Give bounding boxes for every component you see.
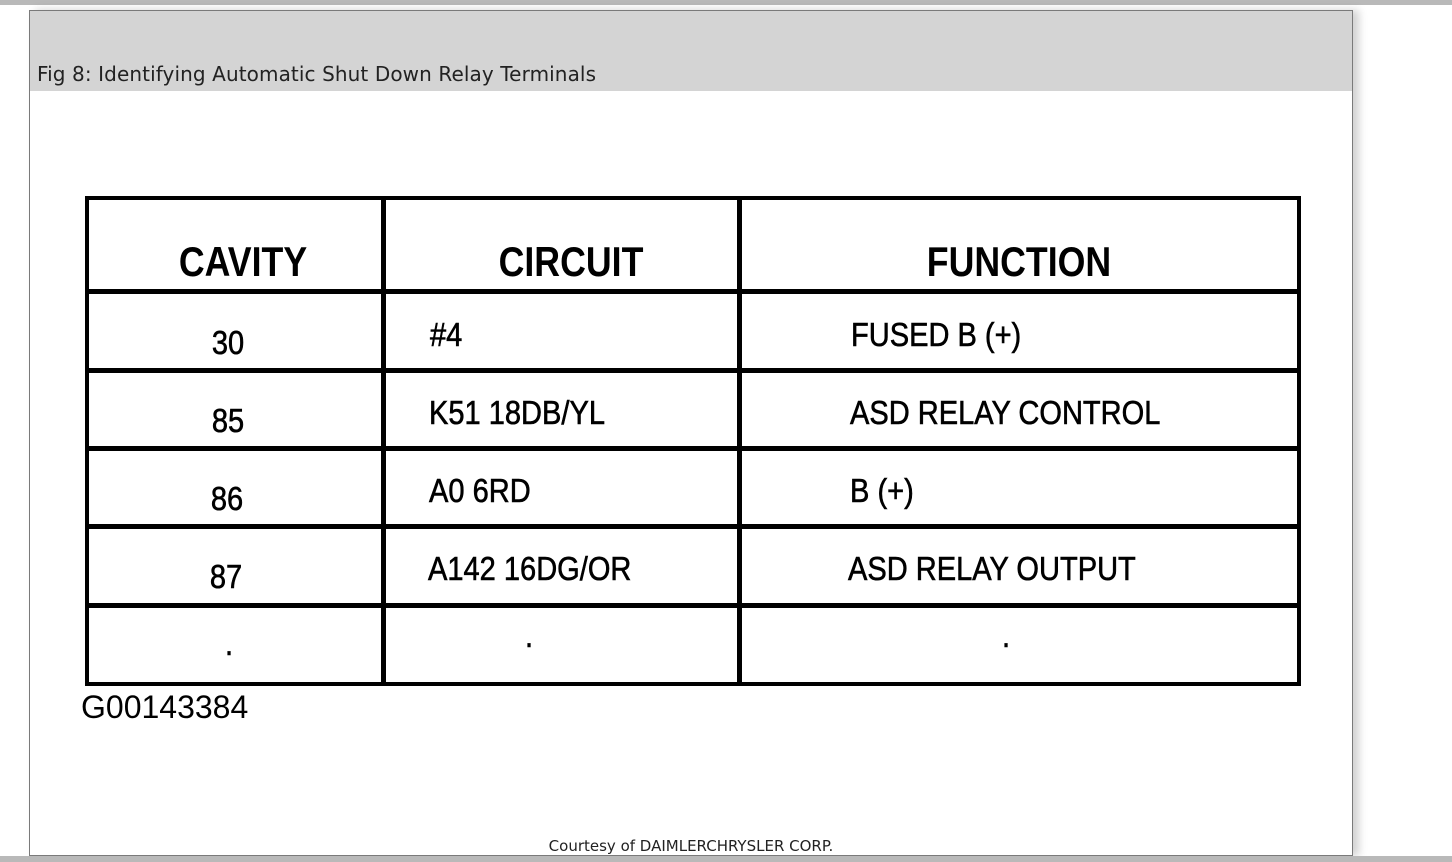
- cell-cavity-3: 86: [210, 480, 244, 518]
- cell-circuit-5: .: [524, 617, 534, 655]
- cell-function-3: B (+): [850, 472, 914, 510]
- figure-caption: Fig 8: Identifying Automatic Shut Down R…: [37, 62, 597, 86]
- cell-cavity-1: 30: [211, 324, 245, 362]
- row-divider-header: [89, 289, 1297, 294]
- courtesy-credit: Courtesy of DAIMLERCHRYSLER CORP.: [548, 837, 834, 855]
- column-divider-1: [381, 200, 386, 682]
- cell-cavity-5: .: [224, 625, 234, 663]
- figure-id: G00143384: [81, 689, 249, 725]
- cell-circuit-1: #4: [430, 316, 463, 354]
- cell-function-5: .: [1001, 617, 1011, 655]
- header-function: FUNCTION: [926, 238, 1112, 285]
- row-divider-1: [89, 368, 1297, 373]
- header-cavity: CAVITY: [178, 238, 308, 285]
- cell-cavity-4: 87: [209, 558, 243, 596]
- row-divider-4: [89, 603, 1297, 608]
- cell-circuit-2: K51 18DB/YL: [429, 394, 606, 432]
- bottom-scroll-edge: [0, 856, 1452, 862]
- cell-circuit-3: A0 6RD: [429, 472, 531, 510]
- cell-function-2: ASD RELAY CONTROL: [850, 394, 1161, 432]
- cell-cavity-2: 85: [211, 402, 245, 440]
- relay-terminal-table: CAVITY CIRCUIT FUNCTION 30 #4 FUSED B (+…: [85, 196, 1301, 686]
- figure-page: Fig 8: Identifying Automatic Shut Down R…: [29, 10, 1353, 856]
- caption-bar: Fig 8: Identifying Automatic Shut Down R…: [30, 11, 1352, 91]
- top-scroll-edge: [0, 0, 1452, 5]
- header-circuit: CIRCUIT: [498, 238, 644, 285]
- cell-function-1: FUSED B (+): [851, 316, 1022, 354]
- row-divider-2: [89, 446, 1297, 451]
- row-divider-3: [89, 524, 1297, 529]
- column-divider-2: [737, 200, 742, 682]
- cell-function-4: ASD RELAY OUTPUT: [848, 550, 1136, 588]
- cell-circuit-4: A142 16DG/OR: [428, 550, 632, 588]
